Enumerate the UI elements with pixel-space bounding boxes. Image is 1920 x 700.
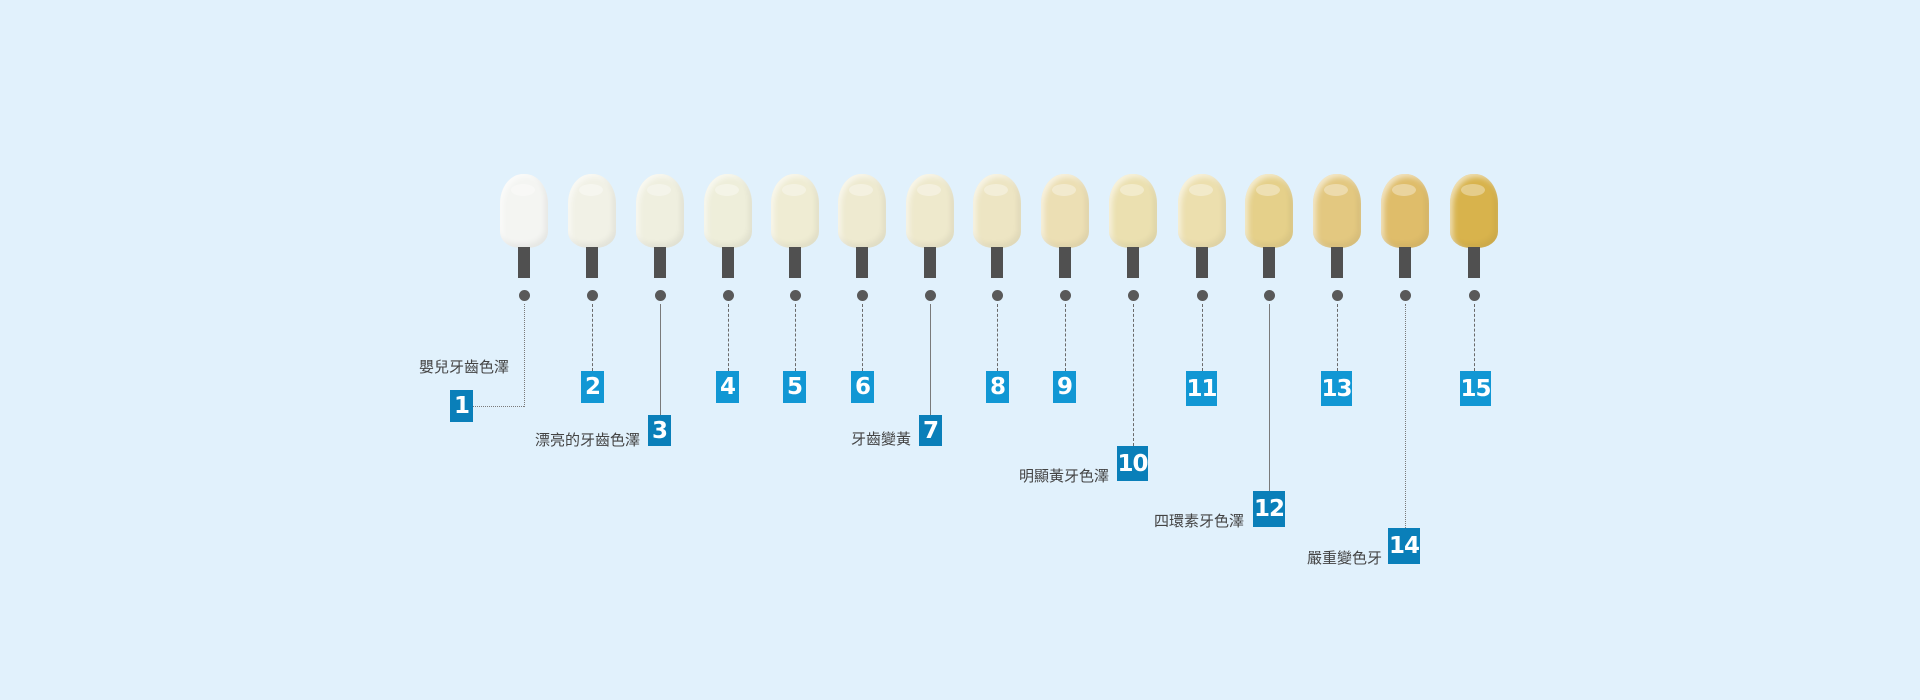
tooth-stem: [1468, 247, 1480, 278]
shade-badge-12: 12: [1253, 491, 1285, 527]
tooth-stem: [722, 247, 734, 278]
shade-badge-14: 14: [1388, 528, 1420, 564]
shade-badge-4: 4: [716, 371, 739, 403]
shade-label-12: 四環素牙色澤: [1153, 512, 1244, 530]
leader-line-12: [1269, 304, 1270, 491]
marker-dot-10: [1128, 290, 1139, 301]
shade-label-7: 牙齒變黃: [850, 430, 911, 448]
shade-badge-8: 8: [986, 371, 1009, 403]
shade-badge-6: 6: [851, 371, 874, 403]
tooth-shade-9: [1037, 174, 1093, 280]
leader-line-15: [1474, 304, 1475, 371]
tooth-shade-5: [767, 174, 823, 280]
shade-badge-1: 1: [450, 390, 473, 422]
tooth-stem: [789, 247, 801, 278]
shade-badge-13: 13: [1321, 371, 1353, 406]
leader-line-7: [930, 304, 931, 415]
tooth-stem: [856, 247, 868, 278]
leader-line-8: [997, 304, 998, 371]
tooth-shade-2: [564, 174, 620, 280]
tooth-shade-11: [1174, 174, 1230, 280]
marker-dot-15: [1469, 290, 1480, 301]
leader-line-1-horizontal: [473, 406, 524, 407]
tooth-shade-14: [1377, 174, 1433, 280]
shade-badge-11: 11: [1186, 371, 1218, 406]
marker-dot-8: [992, 290, 1003, 301]
leader-line-6: [862, 304, 863, 371]
leader-line-13: [1337, 304, 1338, 371]
marker-dot-11: [1197, 290, 1208, 301]
shade-badge-7: 7: [919, 415, 942, 446]
marker-dot-13: [1332, 290, 1343, 301]
leader-line-10: [1133, 304, 1134, 446]
leader-line-11: [1202, 304, 1203, 371]
tooth-shade-1: [496, 174, 552, 280]
tooth-stem: [654, 247, 666, 278]
shade-label-1: 嬰兒牙齒色澤: [418, 358, 509, 376]
tooth-crown: [771, 174, 819, 248]
tooth-shade-6: [834, 174, 890, 280]
tooth-shade-10: [1105, 174, 1161, 280]
leader-line-5: [795, 304, 796, 371]
tooth-stem: [518, 247, 530, 278]
tooth-crown: [1381, 174, 1429, 248]
marker-dot-9: [1060, 290, 1071, 301]
tooth-crown: [1109, 174, 1157, 248]
marker-dot-12: [1264, 290, 1275, 301]
marker-dot-4: [723, 290, 734, 301]
tooth-crown: [568, 174, 616, 248]
shade-badge-9: 9: [1053, 371, 1076, 403]
tooth-crown: [838, 174, 886, 248]
marker-dot-14: [1400, 290, 1411, 301]
tooth-crown: [1041, 174, 1089, 248]
tooth-crown: [1313, 174, 1361, 248]
marker-dot-6: [857, 290, 868, 301]
shade-label-10: 明顯黃牙色澤: [1018, 467, 1109, 485]
leader-line-2: [592, 304, 593, 371]
tooth-crown: [500, 174, 548, 248]
tooth-crown: [1450, 174, 1498, 248]
tooth-shade-7: [902, 174, 958, 280]
tooth-shade-8: [969, 174, 1025, 280]
shade-badge-3: 3: [648, 415, 671, 446]
tooth-crown: [704, 174, 752, 248]
tooth-shade-15: [1446, 174, 1502, 280]
shade-badge-2: 2: [581, 371, 604, 403]
marker-dot-7: [925, 290, 936, 301]
tooth-stem: [991, 247, 1003, 278]
tooth-stem: [1127, 247, 1139, 278]
tooth-stem: [1196, 247, 1208, 278]
tooth-stem: [1263, 247, 1275, 278]
tooth-crown: [1245, 174, 1293, 248]
tooth-shade-3: [632, 174, 688, 280]
shade-badge-5: 5: [783, 371, 806, 403]
tooth-stem: [1399, 247, 1411, 278]
tooth-stem: [586, 247, 598, 278]
tooth-crown: [973, 174, 1021, 248]
tooth-crown: [1178, 174, 1226, 248]
leader-line-1: [524, 304, 525, 407]
tooth-crown: [636, 174, 684, 248]
leader-line-14: [1405, 304, 1406, 528]
tooth-shade-13: [1309, 174, 1365, 280]
leader-line-3: [660, 304, 661, 415]
marker-dot-2: [587, 290, 598, 301]
tooth-shade-4: [700, 174, 756, 280]
shade-label-14: 嚴重變色牙: [1306, 549, 1382, 567]
leader-line-9: [1065, 304, 1066, 371]
leader-line-4: [728, 304, 729, 371]
tooth-stem: [1059, 247, 1071, 278]
marker-dot-1: [519, 290, 530, 301]
tooth-stem: [1331, 247, 1343, 278]
marker-dot-5: [790, 290, 801, 301]
shade-badge-15: 15: [1460, 371, 1492, 406]
marker-dot-3: [655, 290, 666, 301]
tooth-crown: [906, 174, 954, 248]
shade-label-3: 漂亮的牙齒色澤: [534, 431, 640, 449]
tooth-stem: [924, 247, 936, 278]
tooth-shade-12: [1241, 174, 1297, 280]
shade-badge-10: 10: [1117, 446, 1149, 481]
